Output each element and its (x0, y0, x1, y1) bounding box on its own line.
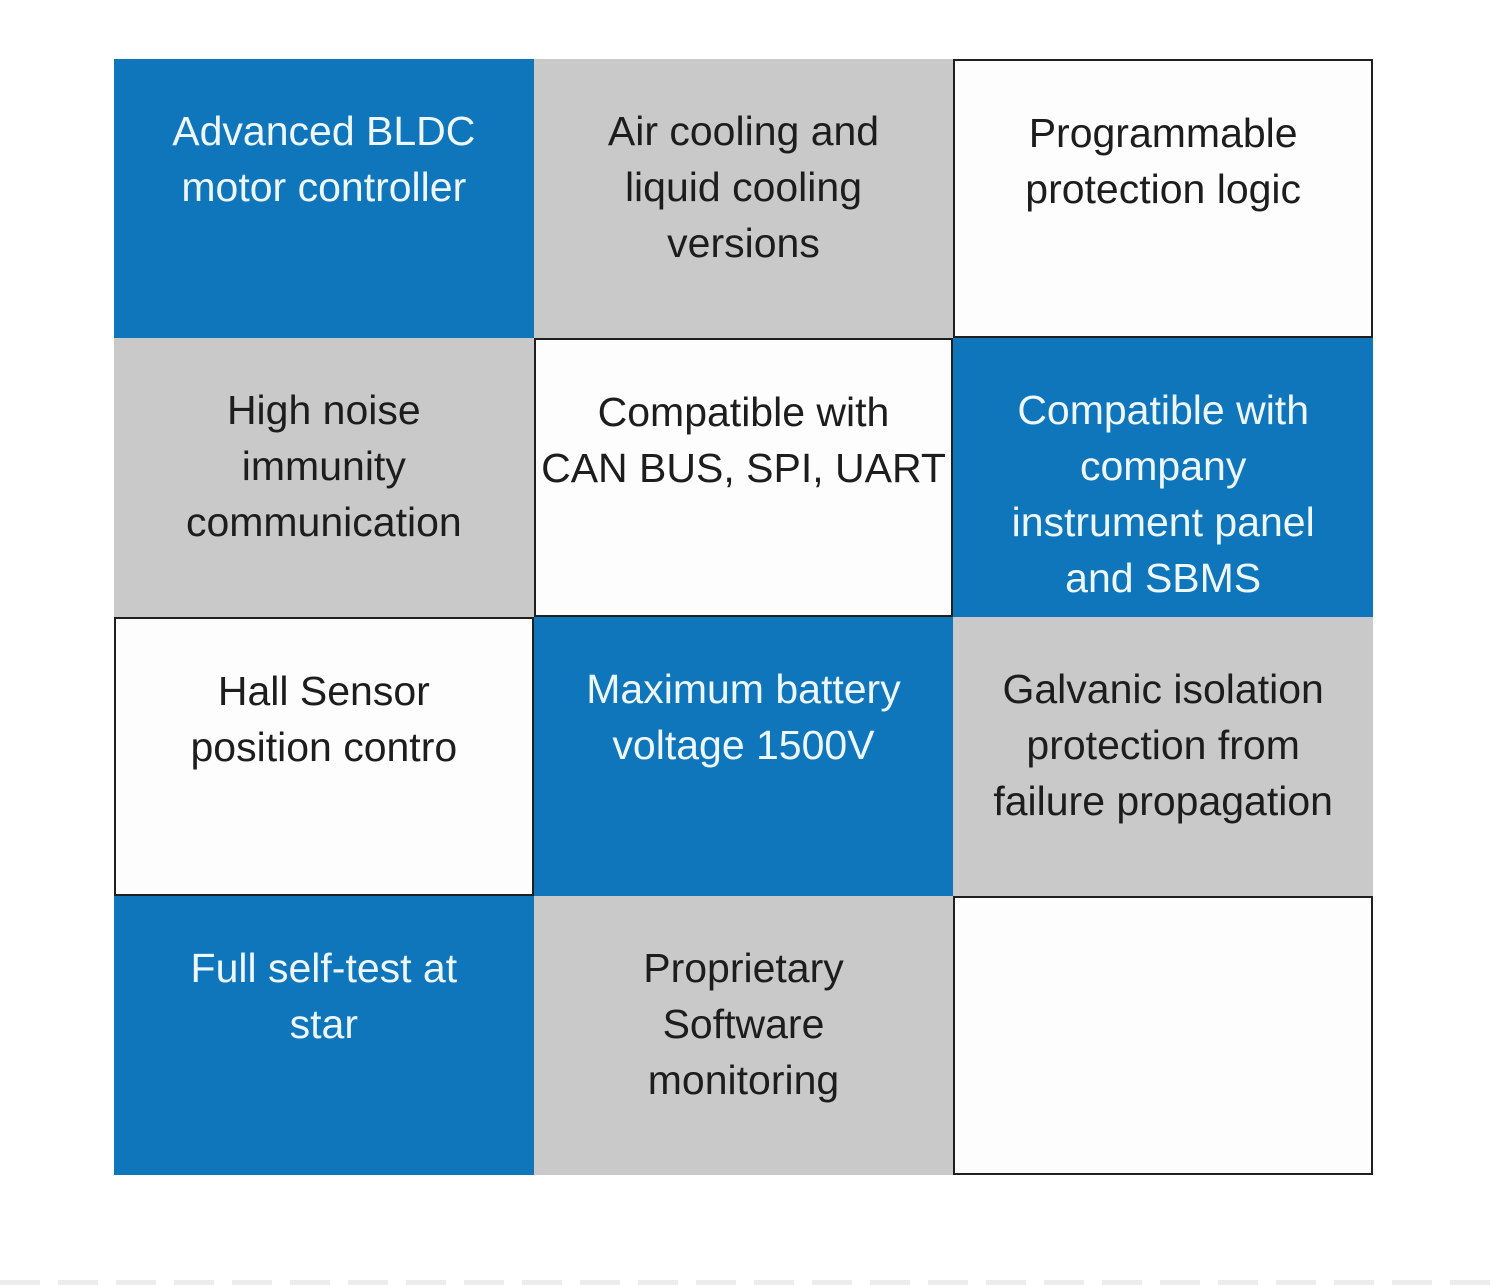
cell-galvanic-isolation-protection: Galvanic isolation protection from failu… (953, 617, 1373, 896)
feature-grid: Advanced BLDC motor controller Air cooli… (114, 59, 1373, 1175)
cell-company-instrument-panel-sbms: Compatible with company instrument panel… (953, 338, 1373, 617)
cell-high-noise-immunity-communication: High noise immunity communication (114, 338, 534, 617)
bottom-dashed-edge (0, 1280, 1500, 1285)
cell-programmable-protection-logic: Programmable protection logic (953, 59, 1373, 338)
cell-maximum-battery-voltage: Maximum battery voltage 1500V (533, 617, 954, 896)
cell-advanced-bldc-motor-controller: Advanced BLDC motor controller (114, 59, 534, 338)
cell-air-and-liquid-cooling: Air cooling and liquid cooling versions (533, 59, 954, 338)
cell-hall-sensor-position-control: Hall Sensor position contro (114, 617, 534, 896)
cell-full-self-test-at-start: Full self-test at star (114, 896, 534, 1175)
cell-can-bus-spi-uart: Compatible with CAN BUS, SPI, UART (533, 338, 954, 617)
cell-empty (953, 896, 1373, 1175)
cell-proprietary-software-monitoring: Proprietary Software monitoring (533, 896, 954, 1175)
